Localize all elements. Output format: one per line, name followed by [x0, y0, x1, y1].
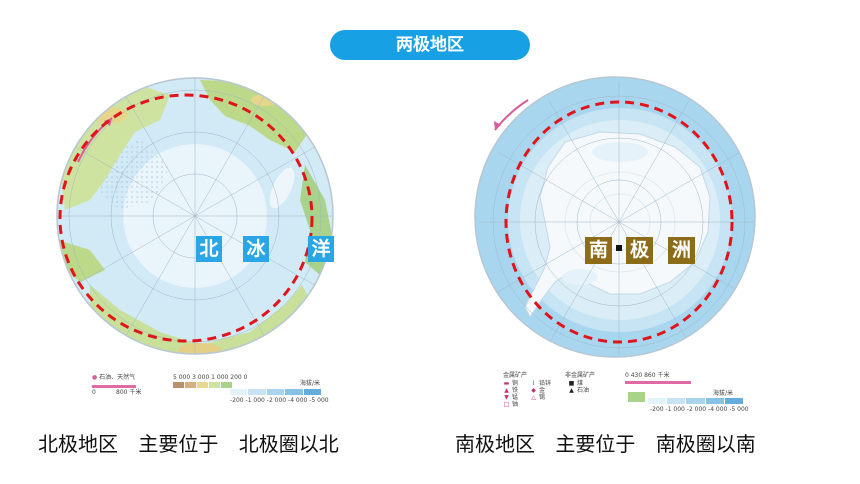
antarctic-land-swatch: [628, 392, 646, 402]
south-pole-marker: [616, 245, 622, 251]
antarctic-caption-region: 南极地区: [455, 432, 535, 456]
arctic-label-char-1: 北: [196, 236, 222, 262]
parallel-line: [492, 95, 746, 349]
uranium-icon: □: [503, 401, 510, 408]
nonmetal-minerals-list: ■煤 ▲石油: [568, 380, 590, 394]
ross-ice-shelf: [592, 142, 648, 162]
arctic-scale-end: 800 千米: [116, 389, 142, 396]
iron-icon: ▲: [504, 387, 509, 394]
manganese-icon: ▼: [504, 394, 509, 401]
metal-minerals-list: ▬铜 ▲铁 ▼锰 □铀: [503, 380, 519, 408]
arctic-label-char-3: 洋: [308, 236, 334, 262]
oil-icon: ▲: [569, 387, 574, 394]
slide-title: 两极地区: [330, 30, 530, 60]
antarctic-scale-bar: [625, 381, 691, 384]
parallel-line: [576, 179, 662, 265]
copper-icon: ▬: [503, 380, 510, 387]
meridian-line: [124, 215, 196, 338]
antarctic-elevation-title: 海拔/米: [713, 390, 734, 397]
arctic-caption-region: 北极地区: [38, 432, 118, 456]
antarctic-label-char-3: 洲: [668, 237, 695, 264]
arctic-sea-swatches: [230, 389, 323, 395]
arctic-map: [56, 77, 334, 355]
arctic-land-swatches: [173, 382, 233, 388]
antarctic-sea-ticks: -200 -1 000 -2 000 -4 000 -5 000: [650, 406, 749, 413]
arctic-caption-verb: 主要位于: [138, 432, 219, 456]
arctic-resource-legend: ● 石油、天然气: [92, 374, 136, 381]
rotation-arrowhead: [494, 121, 501, 130]
arctic-scale-bar: [92, 385, 136, 388]
meridian-line: [124, 94, 196, 217]
meridian-line: [618, 100, 690, 223]
antarctic-scale-label: 0 430 860 千米: [625, 372, 670, 379]
parallel-line: [152, 173, 238, 259]
meridian-line: [73, 145, 196, 217]
antarctic-label-char-1: 南: [585, 237, 612, 264]
antarctic-caption-verb: 主要位于: [555, 432, 636, 456]
antarctic-caption-location: 南极圈以南: [655, 432, 756, 456]
arctic-circle: [58, 93, 314, 343]
meridian-line: [194, 94, 266, 217]
antarctic-label-char-2: 极: [626, 237, 653, 264]
antarctic-map: [474, 76, 756, 358]
arctic-label-char-2: 冰: [243, 236, 269, 262]
arctic-sea-ticks: -200 -1 000 -2 000 -4 000 -5 000: [230, 397, 329, 404]
arctic-scale-start: 0: [92, 389, 96, 396]
nonmetal-minerals-title: 非金属矿产: [565, 372, 596, 379]
antarctic-sea-swatches: [648, 398, 745, 404]
oil-gas-icon: ●: [92, 374, 98, 381]
meridian-line: [618, 151, 741, 223]
meridian-line: [497, 221, 620, 293]
meridian-line: [73, 215, 196, 287]
arctic-land-ticks: 5 000 3 000 1 000 200 0: [173, 374, 248, 381]
parallel-line: [110, 131, 280, 301]
arctic-elevation-title: 海拔/米: [300, 380, 321, 387]
land-greenland: [200, 80, 310, 152]
land-west: [58, 240, 105, 282]
map-border: [56, 77, 334, 355]
metal-minerals-title: 金属矿产: [503, 372, 528, 379]
arctic-caption: 北极地区 主要位于 北极圈以北: [38, 428, 339, 457]
arctic-caption-location: 北极圈以北: [238, 432, 339, 456]
meridian-line: [497, 151, 620, 223]
land-northamerica: [60, 85, 170, 210]
coal-icon: ■: [568, 380, 575, 387]
tin-icon: △: [531, 394, 536, 401]
gold-icon: ◆: [531, 387, 536, 394]
lead-zinc-icon: Ⅰ: [532, 380, 535, 387]
antarctic-caption: 南极地区 主要位于 南极圈以南: [455, 428, 756, 457]
antarctic-circle: [504, 100, 734, 344]
land-southamerica-tip: [510, 322, 532, 357]
parallel-line: [534, 137, 704, 307]
map-border: [474, 76, 756, 358]
ronne-ice-shelf: [562, 269, 598, 285]
meridian-line: [194, 145, 317, 217]
